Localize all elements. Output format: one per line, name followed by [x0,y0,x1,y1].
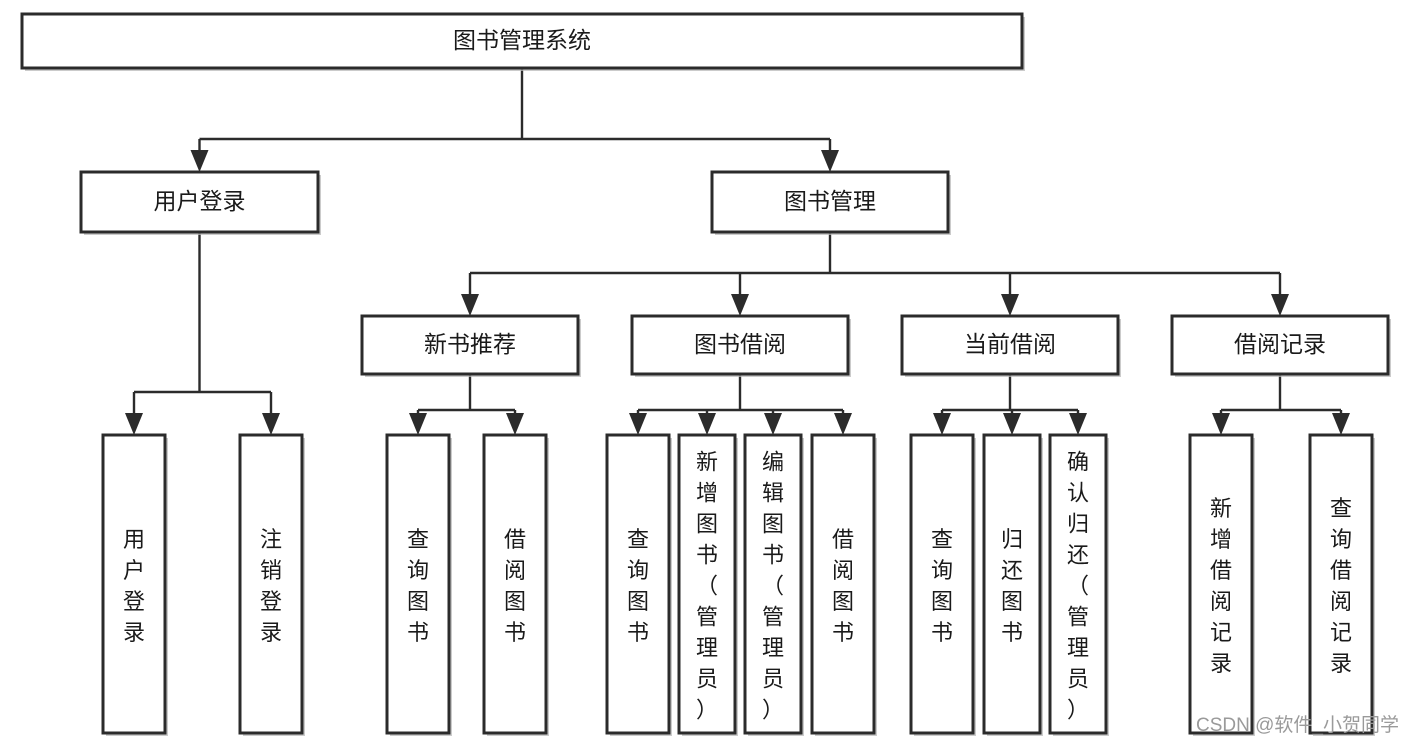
node-label-leaf-query-book-1: 查询图书 [407,527,429,645]
node-leaf-query-book-2[interactable]: 查询图书 [605,433,672,736]
node-new-book-recommend[interactable]: 新书推荐 [360,314,581,377]
node-box-leaf-borrow-book-2[interactable] [810,433,876,735]
node-label-leaf-add-borrow-record: 新增借阅记录 [1210,496,1232,676]
node-current-borrow[interactable]: 当前借阅 [900,314,1121,377]
arrow-head-book-borrow-leaf-add-book-admin [698,413,716,435]
arrow-head-new-book-recommend-leaf-borrow-book-1 [506,413,524,435]
node-leaf-query-book-3[interactable]: 查询图书 [909,433,976,736]
node-box-leaf-user-login[interactable] [101,433,167,735]
node-label-leaf-confirm-return-admin: 确认归还（管理员） [1067,450,1089,723]
node-label-leaf-add-book-admin: 新增图书（管理员） [696,450,718,723]
node-label-current-borrow: 当前借阅 [964,331,1056,357]
node-borrow-record[interactable]: 借阅记录 [1170,314,1391,377]
arrow-head-bm-book-borrow [731,294,749,316]
node-box-book-borrow[interactable] [630,314,850,376]
arrow-head-new-book-recommend-leaf-query-book-1 [409,413,427,435]
node-box-leaf-add-borrow-record[interactable] [1188,433,1254,735]
node-leaf-return-book[interactable]: 归还图书 [982,433,1043,736]
arrow-head-book-borrow-leaf-borrow-book-2 [834,413,852,435]
arrow-head-bm-new-book-recommend [461,294,479,316]
node-label-book-manage: 图书管理 [784,188,876,214]
arrow-head-user-login-leaf-user-login [125,413,143,435]
node-box-leaf-query-borrow-record[interactable] [1308,433,1374,735]
node-box-book-manage[interactable] [710,170,950,234]
node-box-user-login[interactable] [79,170,320,234]
node-box-leaf-borrow-book-1[interactable] [482,433,548,735]
node-label-leaf-user-login: 用户登录 [123,527,145,645]
node-label-user-login: 用户登录 [154,188,246,214]
node-label-leaf-borrow-book-2: 借阅图书 [832,527,854,645]
node-label-leaf-edit-book-admin: 编辑图书（管理员） [762,450,784,723]
node-leaf-query-book-1[interactable]: 查询图书 [385,433,452,736]
node-box-leaf-edit-book-admin[interactable] [743,433,803,735]
node-box-new-book-recommend[interactable] [360,314,580,376]
node-leaf-user-login[interactable]: 用户登录 [101,433,168,736]
arrow-head-bm-current-borrow [1001,294,1019,316]
node-book-borrow[interactable]: 图书借阅 [630,314,851,377]
arrow-head-bm-borrow-record [1271,294,1289,316]
node-box-leaf-query-book-2[interactable] [605,433,671,735]
arrow-head-current-borrow-leaf-query-book-3 [933,413,951,435]
node-leaf-edit-book-admin[interactable]: 编辑图书（管理员） [743,433,804,736]
node-label-root: 图书管理系统 [453,27,591,53]
node-root[interactable]: 图书管理系统 [20,12,1025,71]
node-box-leaf-query-book-3[interactable] [909,433,975,735]
arrow-head-user-login-leaf-logout-login [262,413,280,435]
arrow-head-book-borrow-leaf-edit-book-admin [764,413,782,435]
node-label-borrow-record: 借阅记录 [1234,331,1326,357]
node-label-leaf-logout-login: 注销登录 [260,527,282,645]
arrow-head-root-book-manage [821,150,839,172]
nodes-layer: 图书管理系统用户登录图书管理新书推荐图书借阅当前借阅借阅记录用户登录注销登录查询… [20,12,1391,736]
node-label-leaf-borrow-book-1: 借阅图书 [504,527,526,645]
edges-layer [125,68,1350,435]
node-leaf-logout-login[interactable]: 注销登录 [238,433,305,736]
node-leaf-add-book-admin[interactable]: 新增图书（管理员） [677,433,738,736]
node-leaf-add-borrow-record[interactable]: 新增借阅记录 [1188,433,1255,736]
arrow-head-borrow-record-leaf-add-borrow-record [1212,413,1230,435]
arrow-head-book-borrow-leaf-query-book-2 [629,413,647,435]
node-box-borrow-record[interactable] [1170,314,1390,376]
node-label-leaf-return-book: 归还图书 [1001,527,1023,645]
arrow-head-current-borrow-leaf-return-book [1003,413,1021,435]
node-leaf-borrow-book-2[interactable]: 借阅图书 [810,433,877,736]
node-label-book-borrow: 图书借阅 [694,331,786,357]
node-book-manage[interactable]: 图书管理 [710,170,951,235]
node-label-leaf-query-book-2: 查询图书 [627,527,649,645]
node-box-current-borrow[interactable] [900,314,1120,376]
node-leaf-borrow-book-1[interactable]: 借阅图书 [482,433,549,736]
node-leaf-confirm-return-admin[interactable]: 确认归还（管理员） [1048,433,1109,736]
arrow-head-root-user-login [190,150,209,172]
node-label-new-book-recommend: 新书推荐 [424,331,516,357]
node-box-root[interactable] [20,12,1024,70]
arrow-head-current-borrow-leaf-confirm-return-admin [1069,413,1087,435]
node-label-leaf-query-book-3: 查询图书 [931,527,953,645]
node-box-leaf-add-book-admin[interactable] [677,433,737,735]
node-box-leaf-confirm-return-admin[interactable] [1048,433,1108,735]
node-label-leaf-query-borrow-record: 查询借阅记录 [1330,496,1352,676]
csdn-watermark: CSDN @软件_小贺同学 [1196,714,1399,736]
arrow-head-borrow-record-leaf-query-borrow-record [1332,413,1350,435]
node-user-login[interactable]: 用户登录 [79,170,321,235]
node-box-leaf-logout-login[interactable] [238,433,304,735]
node-box-leaf-query-book-1[interactable] [385,433,451,735]
node-box-leaf-return-book[interactable] [982,433,1042,735]
node-leaf-query-borrow-record[interactable]: 查询借阅记录 [1308,433,1375,736]
